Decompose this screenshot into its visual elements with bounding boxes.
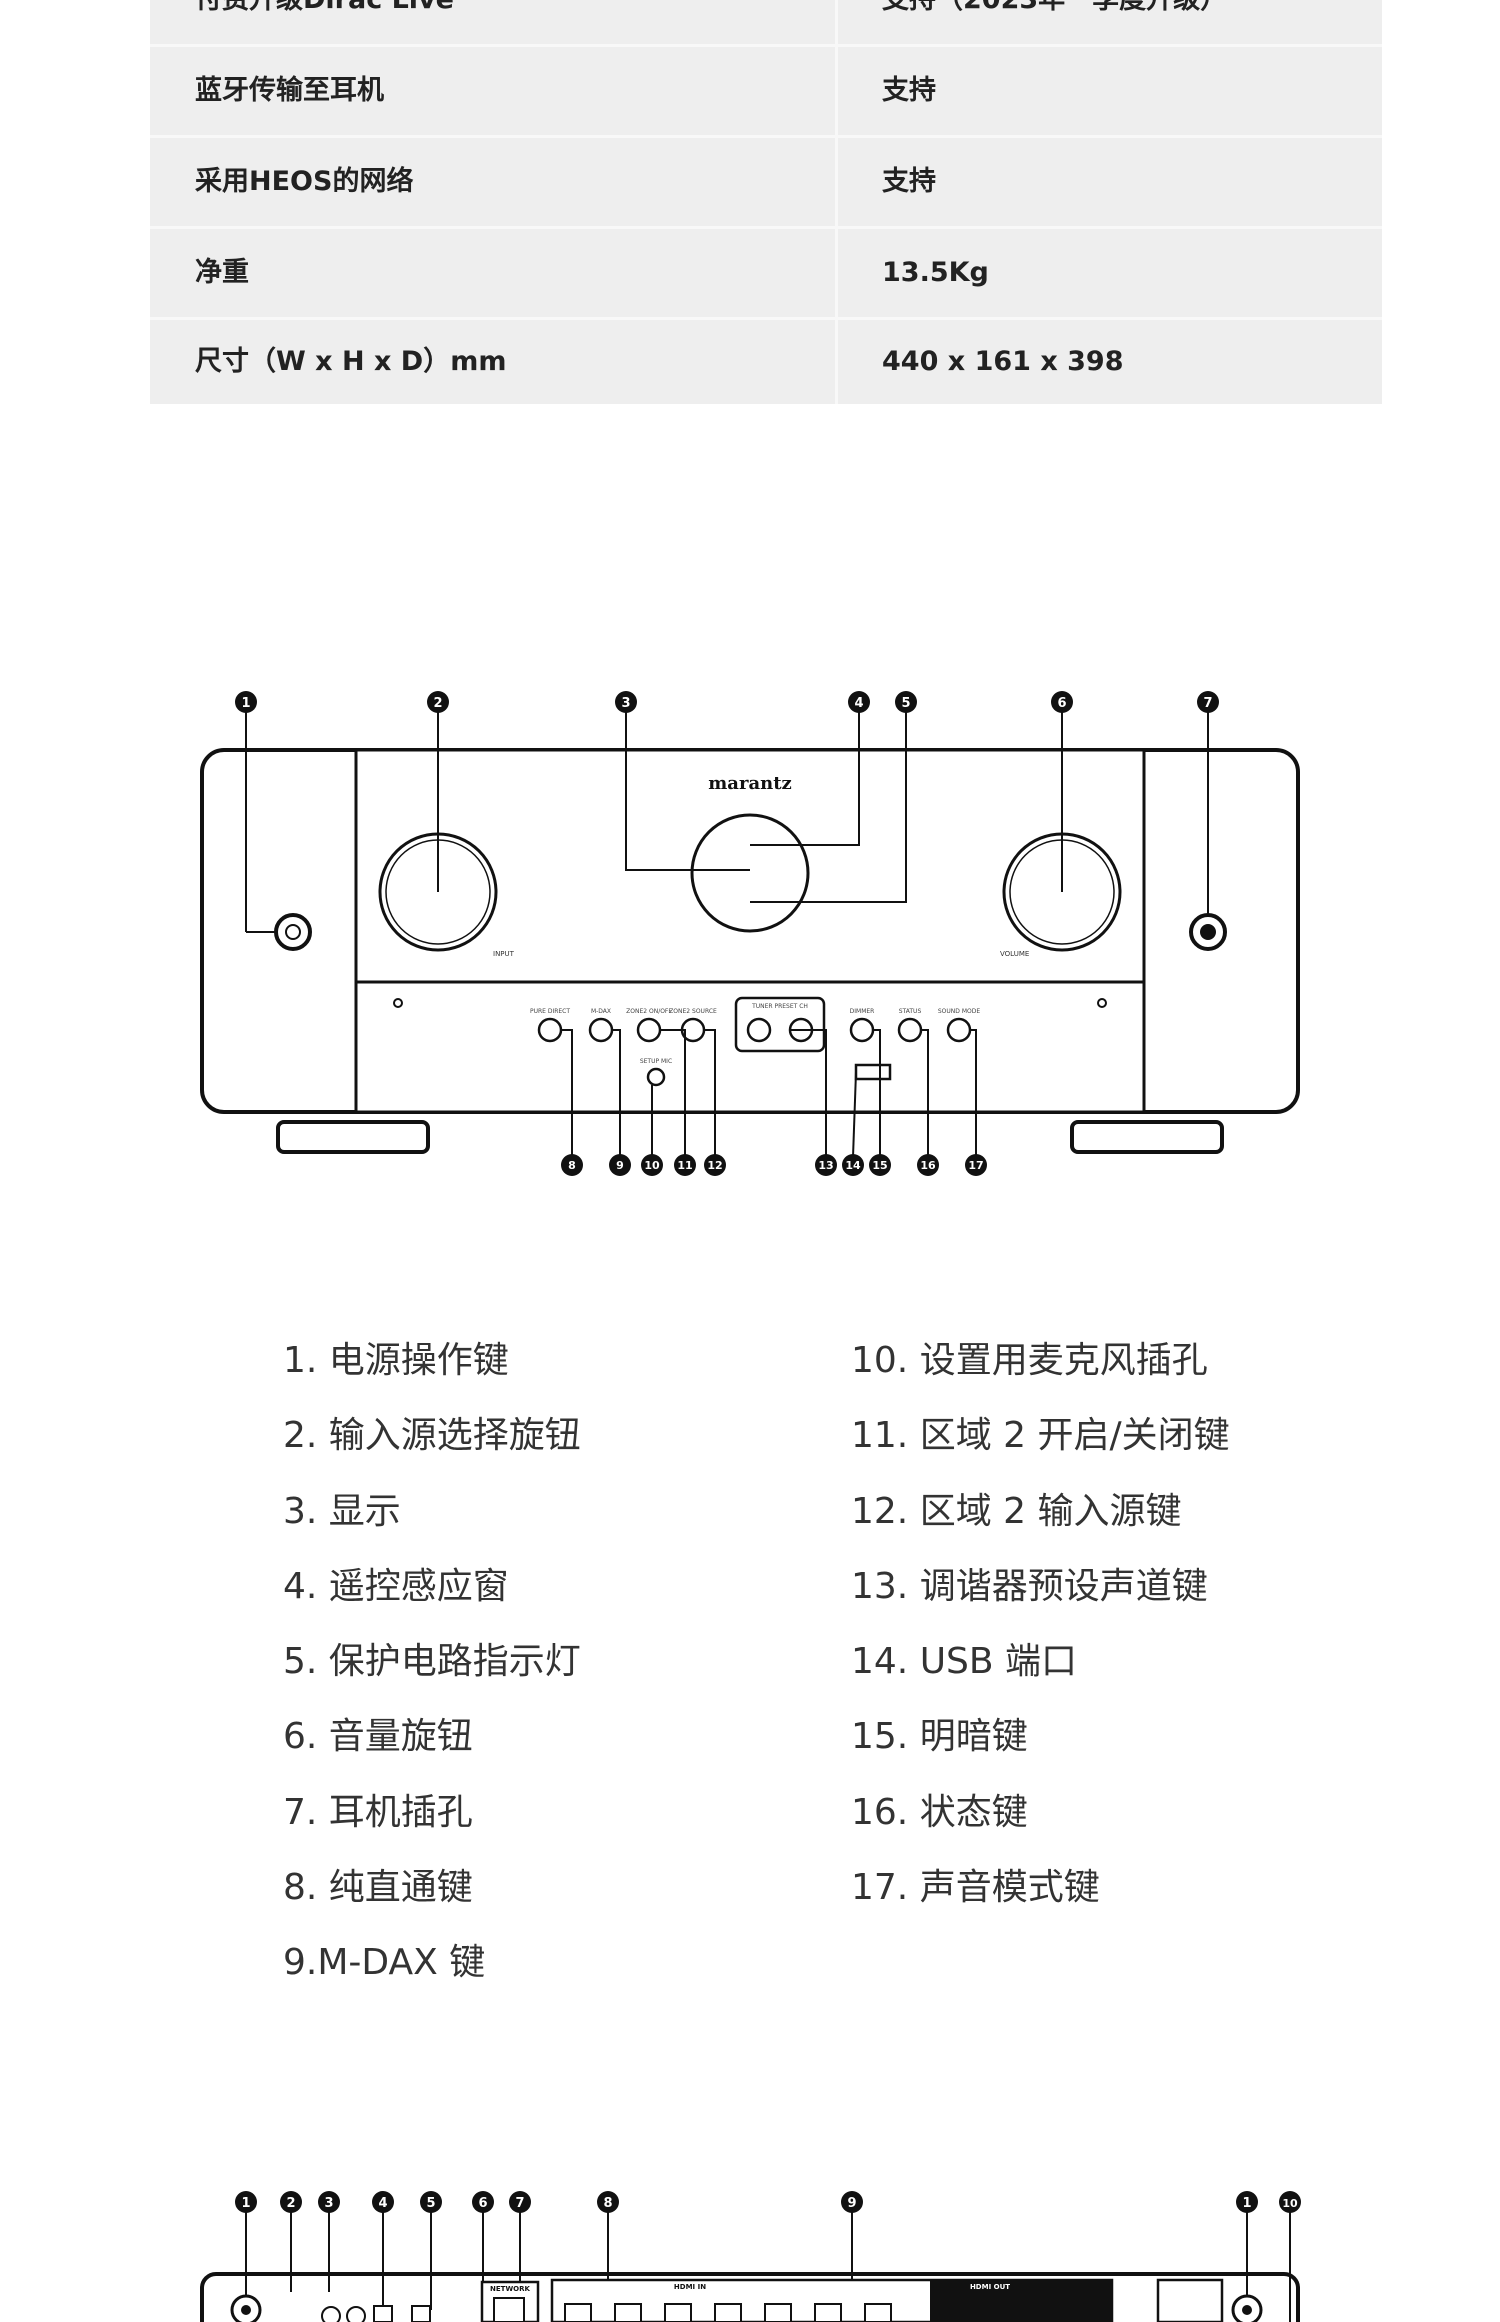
callout-7: 7 bbox=[1203, 696, 1212, 711]
callout-11: 11 bbox=[677, 1159, 692, 1172]
tuner-label: TUNER PRESET CH bbox=[751, 1003, 808, 1010]
spec-row: 采用HEOS的网络 支持 bbox=[150, 138, 1382, 229]
spec-label: 蓝牙传输至耳机 bbox=[195, 75, 384, 106]
spec-label: 付费升级Dirac Live bbox=[195, 0, 454, 44]
callout-14: 14 bbox=[845, 1159, 861, 1172]
callout-10: 10 bbox=[644, 1159, 660, 1172]
legend-item: 12. 区域 2 输入源键 bbox=[851, 1490, 1182, 1532]
button-label: STATUS bbox=[899, 1008, 922, 1015]
rear-callout: 1 bbox=[1242, 2196, 1251, 2211]
rear-panel-diagram: NETWORK HDMI IN HDMI OUT 1 2 3 4 5 6 7 8… bbox=[200, 2191, 1301, 2322]
legend-item: 14. USB 端口 bbox=[851, 1641, 1078, 1683]
spec-row: 尺寸（W x H x D）mm 440 x 161 x 398 bbox=[150, 318, 1382, 406]
button-label: DIMMER bbox=[850, 1008, 875, 1015]
rear-callout: 3 bbox=[324, 2196, 333, 2211]
hdmi-in-label: HDMI IN bbox=[674, 2283, 706, 2291]
tuner-preset-down-button bbox=[746, 1017, 772, 1043]
legend-item: 7. 耳机插孔 bbox=[283, 1791, 473, 1833]
spec-value: 支持 bbox=[882, 166, 936, 197]
legend-item: 16. 状态键 bbox=[851, 1791, 1028, 1833]
button-label: ZONE2 ON/OFF bbox=[626, 1008, 672, 1015]
brand-logo: marantz bbox=[708, 773, 791, 794]
callout-2: 2 bbox=[433, 696, 442, 711]
dimmer-button bbox=[849, 1017, 875, 1043]
rear-callout: 9 bbox=[847, 2196, 856, 2211]
legend-item: 1. 电源操作键 bbox=[283, 1340, 509, 1381]
setup-mic-jack bbox=[646, 1067, 666, 1087]
sound-mode-button bbox=[946, 1017, 972, 1043]
spec-row: 付费升级Dirac Live 支持（2023年一季度升级） bbox=[150, 0, 1382, 47]
callout-12: 12 bbox=[707, 1159, 722, 1172]
button-label: ZONE2 SOURCE bbox=[669, 1008, 717, 1015]
right-foot bbox=[1070, 1120, 1224, 1154]
callout-5: 5 bbox=[901, 696, 910, 711]
power-button-icon bbox=[274, 913, 312, 951]
spec-table: 付费升级Dirac Live 支持（2023年一季度升级） 蓝牙传输至耳机 支持… bbox=[150, 0, 1382, 404]
rear-callout: 7 bbox=[515, 2196, 524, 2211]
pure-direct-button bbox=[537, 1017, 563, 1043]
legend-item: 6. 音量旋钮 bbox=[283, 1716, 473, 1758]
legend-item: 10. 设置用麦克风插孔 bbox=[851, 1340, 1208, 1381]
callout-1: 1 bbox=[241, 696, 250, 711]
front-panel-diagram: marantz INPUT VOLUME PURE DIRECT M-DAX Z… bbox=[200, 691, 1300, 1176]
callout-6: 6 bbox=[1057, 696, 1066, 711]
callout-13: 13 bbox=[818, 1159, 833, 1172]
callout-9: 9 bbox=[616, 1159, 624, 1172]
legend-item: 13. 调谐器预设声道键 bbox=[851, 1565, 1208, 1607]
legend-item: 17. 声音模式键 bbox=[851, 1867, 1100, 1909]
left-foot bbox=[276, 1120, 430, 1154]
rear-callout: 5 bbox=[426, 2196, 435, 2211]
spec-value: 440 x 161 x 398 bbox=[882, 346, 1124, 377]
legend-item: 4. 遥控感应窗 bbox=[283, 1565, 509, 1607]
spec-divider bbox=[835, 0, 838, 404]
spec-label: 采用HEOS的网络 bbox=[195, 166, 414, 197]
rear-callout: 6 bbox=[478, 2196, 487, 2211]
volume-knob-label: VOLUME bbox=[1000, 950, 1029, 958]
input-knob-label: INPUT bbox=[493, 950, 515, 958]
mdax-button bbox=[588, 1017, 614, 1043]
spec-value: 支持（2023年一季度升级） bbox=[882, 0, 1227, 44]
callout-17: 17 bbox=[968, 1159, 983, 1172]
callout-15: 15 bbox=[872, 1159, 887, 1172]
setup-mic-label: SETUP MIC bbox=[640, 1058, 672, 1065]
rear-callout: 2 bbox=[286, 2196, 295, 2211]
display-window bbox=[690, 813, 810, 933]
rear-callout: 10 bbox=[1282, 2197, 1298, 2210]
callout-3: 3 bbox=[621, 696, 630, 711]
hdmi-out-block bbox=[930, 2280, 1112, 2322]
rear-callout: 4 bbox=[378, 2196, 387, 2211]
callout-4: 4 bbox=[854, 696, 863, 711]
spec-value: 支持 bbox=[882, 75, 936, 106]
spec-label: 净重 bbox=[195, 257, 249, 288]
legend-right: 10. 设置用麦克风插孔 11. 区域 2 开启/关闭键 12. 区域 2 输入… bbox=[851, 1338, 1230, 1940]
legend-item: 3. 显示 bbox=[283, 1490, 401, 1532]
legend-item: 8. 纯直通键 bbox=[283, 1867, 473, 1909]
button-label: PURE DIRECT bbox=[530, 1008, 570, 1015]
legend-left: 1. 电源操作键 2. 输入源选择旋钮 3. 显示 4. 遥控感应窗 5. 保护… bbox=[283, 1338, 581, 2016]
legend-item: 9.M-DAX 键 bbox=[283, 1942, 486, 1984]
rear-callout: 1 bbox=[241, 2196, 250, 2211]
spec-value: 13.5Kg bbox=[882, 257, 989, 288]
button-label: SOUND MODE bbox=[938, 1008, 980, 1015]
callout-16: 16 bbox=[920, 1159, 936, 1172]
status-button bbox=[897, 1017, 923, 1043]
legend-item: 5. 保护电路指示灯 bbox=[283, 1641, 581, 1683]
usb-port bbox=[854, 1063, 892, 1081]
network-label: NETWORK bbox=[490, 2285, 530, 2293]
legend-item: 15. 明暗键 bbox=[851, 1716, 1028, 1758]
spec-label: 尺寸（W x H x D）mm bbox=[195, 346, 507, 377]
button-label: M-DAX bbox=[591, 1008, 611, 1015]
hdmi-out-label: HDMI OUT bbox=[970, 2283, 1010, 2291]
callout-8: 8 bbox=[568, 1159, 576, 1172]
spec-row: 净重 13.5Kg bbox=[150, 229, 1382, 320]
rear-callout: 8 bbox=[603, 2196, 612, 2211]
legend-item: 11. 区域 2 开启/关闭键 bbox=[851, 1415, 1230, 1457]
spec-row: 蓝牙传输至耳机 支持 bbox=[150, 47, 1382, 138]
legend-item: 2. 输入源选择旋钮 bbox=[283, 1415, 581, 1457]
zone2-onoff-button bbox=[636, 1017, 662, 1043]
